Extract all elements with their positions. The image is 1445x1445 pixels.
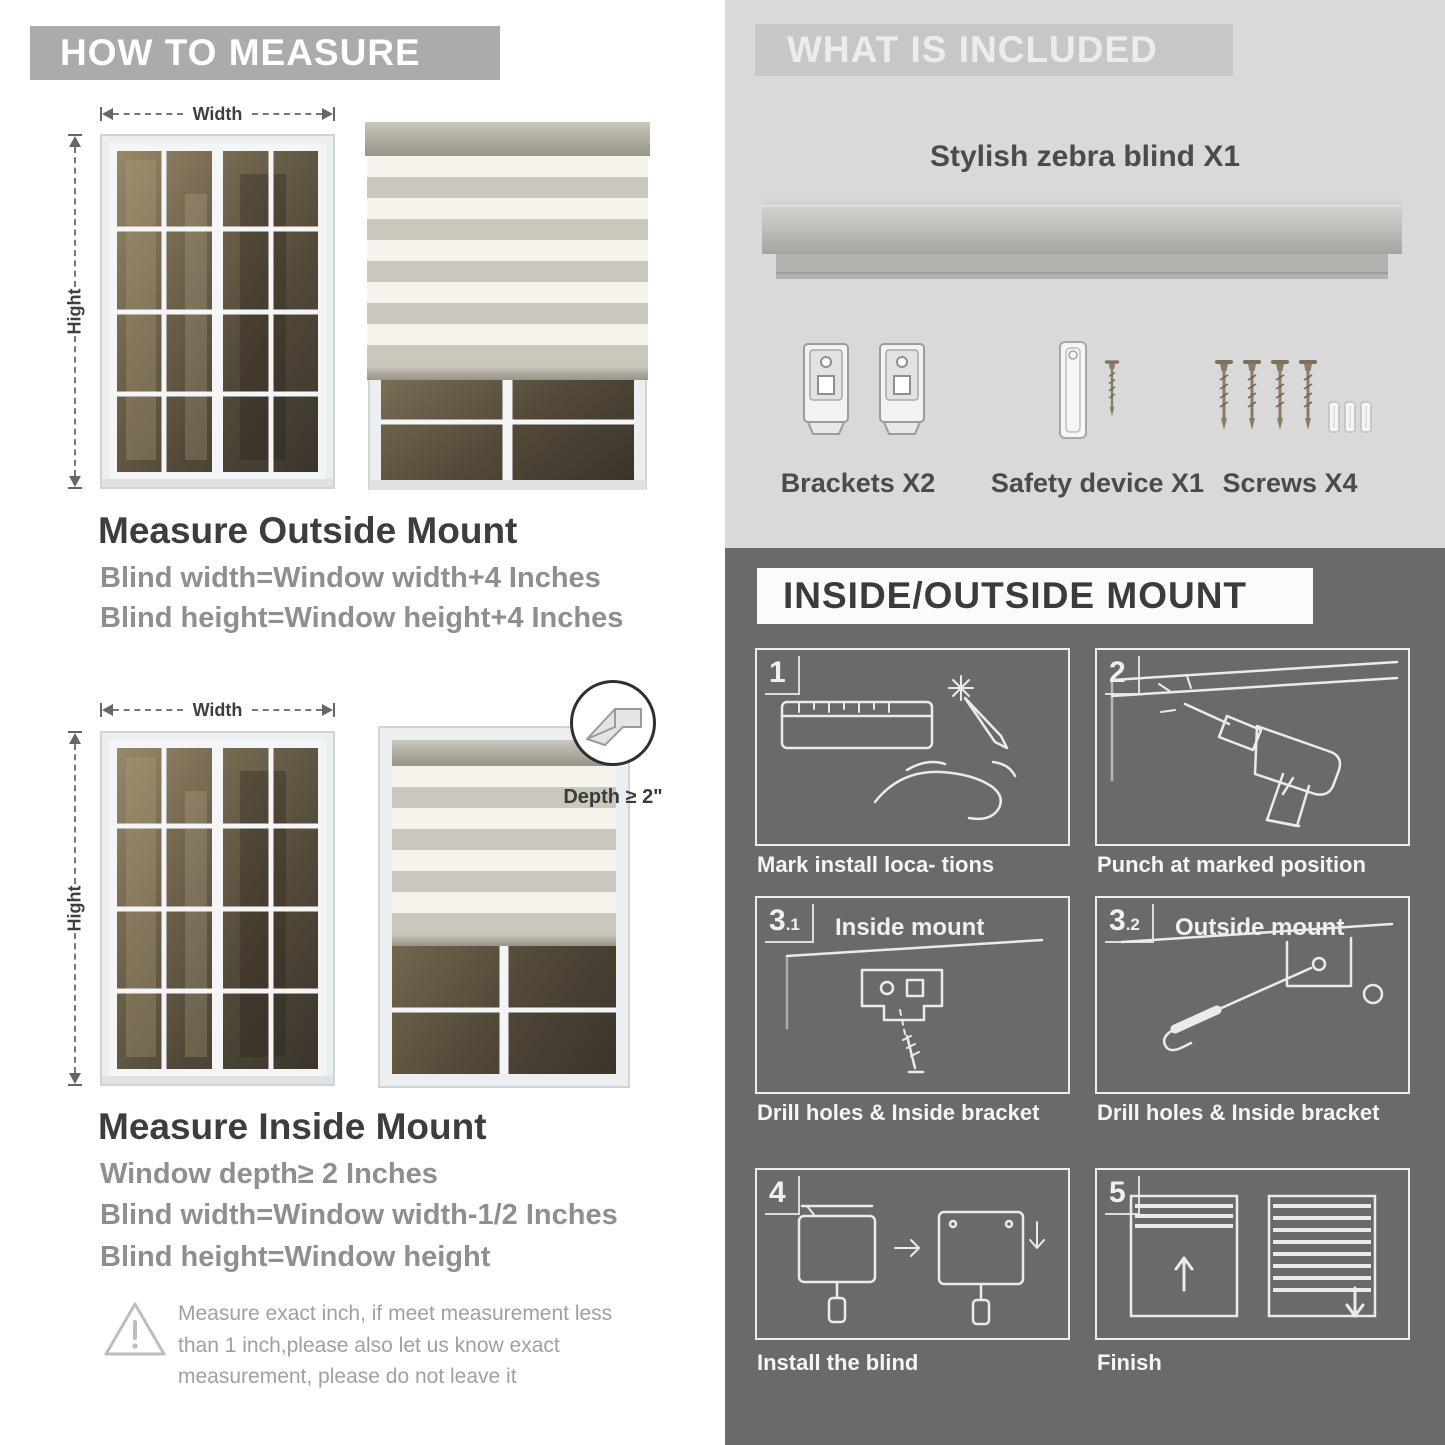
step-title: Inside mount [835, 914, 985, 941]
step-caption-5: Finish [1097, 1350, 1162, 1375]
zebra-blind-illustration-inside [378, 726, 630, 1088]
outside-mount-title: Measure Outside Mount [98, 510, 518, 551]
brackets-label: Brackets X2 [780, 468, 936, 498]
depth-callout-label: Depth ≥ 2" [563, 786, 663, 808]
step-panel-1: 1 [755, 648, 1070, 846]
inside-rule-depth: Window depth≥ 2 Inches [100, 1158, 438, 1190]
inside-bracket-illustration [785, 938, 1044, 1074]
step-panel-2: 2 [1095, 648, 1410, 846]
width-arrow-inside: Width [100, 699, 336, 720]
width-label: Width [192, 103, 243, 124]
step-caption-1: Mark install loca- tions [757, 852, 995, 877]
bracket-icon [879, 343, 925, 435]
outside-rule-width: Blind width=Window width+4 Inches [100, 562, 601, 594]
screws-icon [1215, 360, 1372, 433]
width-arrow-outside: Width [100, 103, 336, 124]
safety-device-label: Safety device X1 [990, 468, 1205, 498]
step-caption-3-2: Drill holes & Inside bracket [1097, 1100, 1380, 1125]
what-is-included-header: WHAT IS INCLUDED [755, 24, 1233, 76]
step-number: 3.1 [765, 904, 814, 943]
how-to-measure-header: HOW TO MEASURE [30, 26, 500, 80]
step-caption-4: Install the blind [757, 1350, 919, 1375]
step-panel-5: 5 [1095, 1168, 1410, 1340]
height-arrow-inside: Hight [64, 731, 86, 1086]
width-label: Width [192, 699, 243, 720]
step-panel-4: 4 [755, 1168, 1070, 1340]
finish-illustration [1129, 1194, 1377, 1318]
step-number: 1 [765, 656, 800, 695]
bracket-icon [803, 343, 849, 435]
height-arrow-outside: Hight [64, 134, 86, 489]
step-caption-3-1: Drill holes & Inside bracket [757, 1100, 1040, 1125]
step-caption-2: Punch at marked position [1097, 852, 1366, 877]
outside-bracket-illustration [1120, 922, 1394, 1052]
drill-illustration [1110, 660, 1399, 828]
zebra-blind-illustration-outside [365, 122, 650, 490]
outside-rule-height: Blind height=Window height+4 Inches [100, 602, 624, 634]
step-number: 4 [765, 1176, 800, 1215]
height-label: Hight [64, 885, 85, 932]
safety-device-icon [1059, 341, 1120, 439]
window-illustration-inside [100, 731, 335, 1086]
depth-callout-circle [570, 680, 656, 766]
measurement-warning-text: Measure exact inch, if meet measurement … [178, 1302, 613, 1388]
mark-location-illustration [780, 675, 1017, 821]
install-blind-illustration [797, 1204, 1045, 1326]
inside-mount-title: Measure Inside Mount [98, 1106, 487, 1147]
inside-rule-width: Blind width=Window width-1/2 Inches [100, 1199, 618, 1231]
screws-label: Screws X4 [1222, 468, 1358, 498]
warning-icon [104, 1302, 166, 1356]
mount-guide-header: INSIDE/OUTSIDE MOUNT [757, 568, 1313, 624]
inside-rule-height: Blind height=Window height [100, 1241, 491, 1273]
headrail-illustration [762, 198, 1402, 279]
step-panel-3-2: 3.2 Outside mount [1095, 896, 1410, 1094]
step-panel-3-1: 3.1 Inside mount [755, 896, 1070, 1094]
height-label: Hight [64, 288, 85, 335]
window-illustration-outside [100, 134, 335, 489]
frame-corner-icon [586, 708, 642, 746]
product-label: Stylish zebra blind X1 [929, 140, 1241, 173]
